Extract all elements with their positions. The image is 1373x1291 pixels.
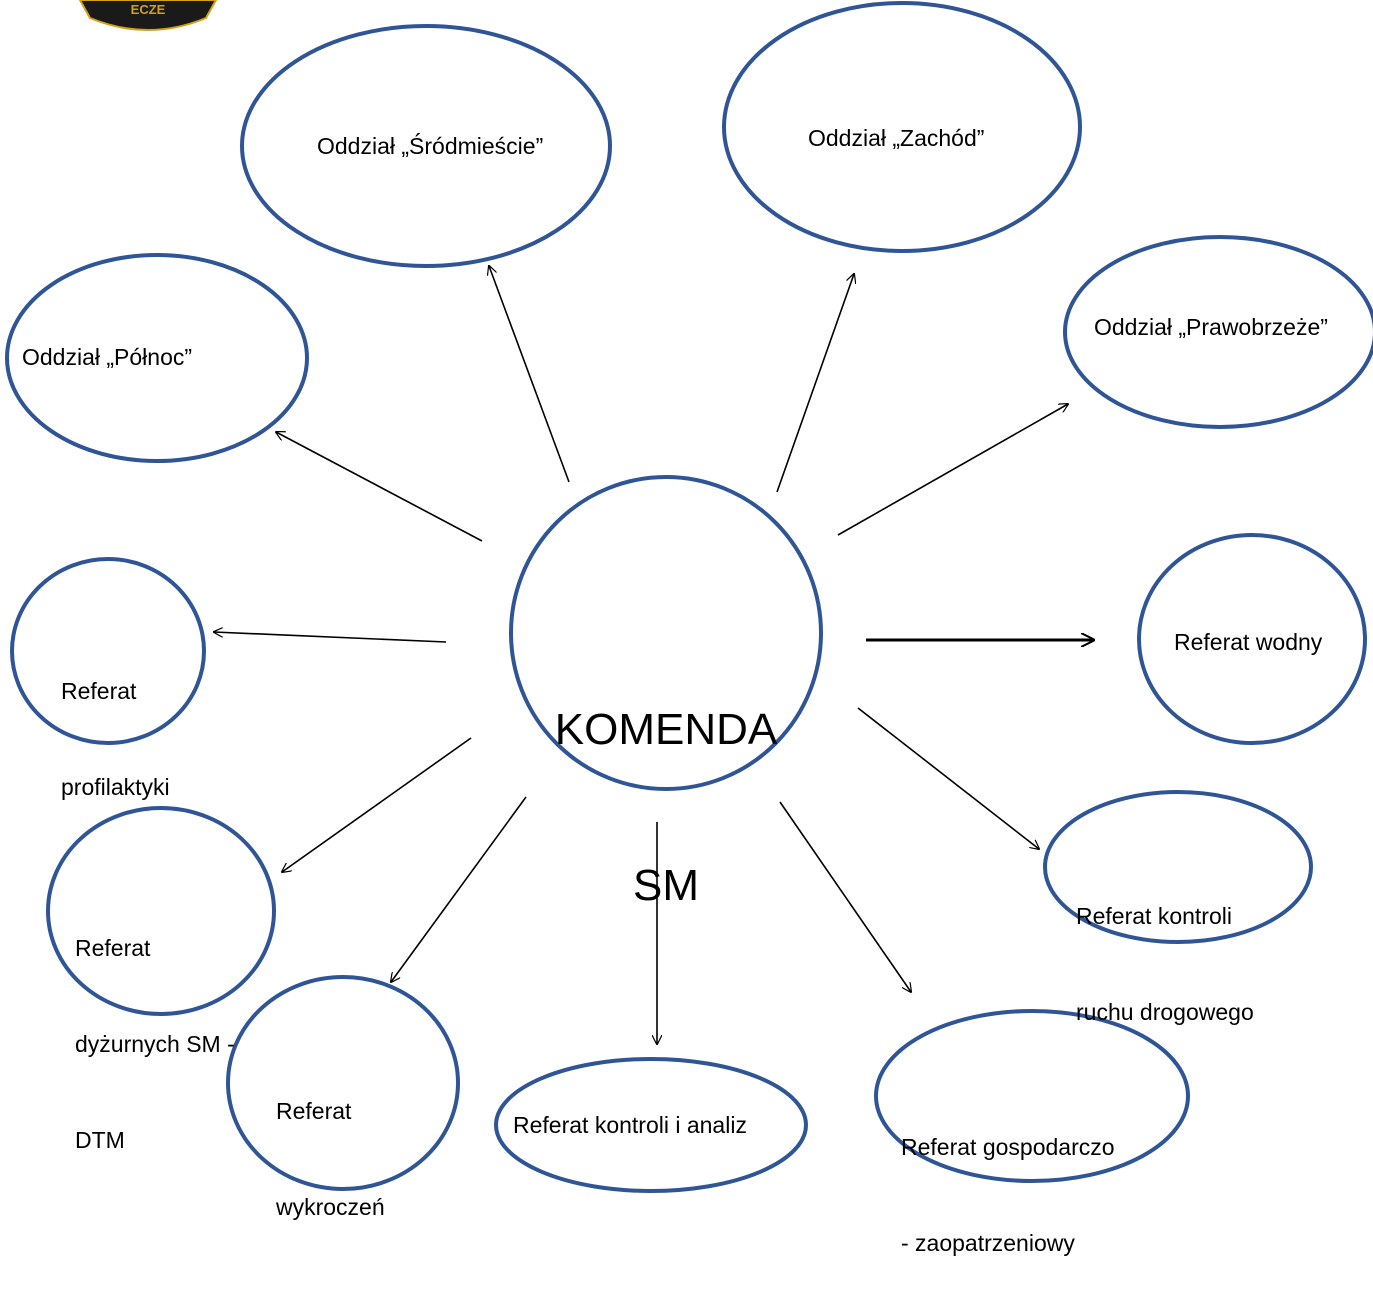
label-line: Referat gospodarczo bbox=[901, 1134, 1115, 1160]
label-line: Oddział „Śródmieście” bbox=[317, 133, 544, 159]
arrow-to-ruch-drogowy bbox=[857, 707, 1039, 849]
city-guard-logo: ECZE bbox=[78, 0, 218, 32]
label-line: Oddział „Północ” bbox=[22, 344, 193, 370]
arrow-to-gospodarczy bbox=[779, 801, 911, 992]
node-oddzial-srodmiescie bbox=[240, 24, 612, 268]
node-referat-gospodarczy bbox=[874, 1009, 1190, 1183]
label-line: Referat bbox=[75, 935, 151, 961]
label-referat-dyzurnych: Referat dyżurnych SM - DTM bbox=[75, 868, 235, 1188]
label-line: Referat kontroli i analiz bbox=[513, 1112, 747, 1138]
label-line: dyżurnych SM - bbox=[75, 1031, 235, 1057]
node-oddzial-prawobrzeze bbox=[1063, 235, 1373, 429]
arrow-to-zachod bbox=[776, 274, 854, 493]
arrow-to-wykroczenia bbox=[391, 796, 527, 982]
node-oddzial-polnoc bbox=[5, 253, 309, 463]
label-oddzial-polnoc: Oddział „Północ” bbox=[22, 341, 192, 373]
label-referat-profilaktyki: Referat profilaktyki bbox=[61, 611, 170, 835]
node-referat-kontroli-analiz bbox=[494, 1057, 808, 1193]
label-line: Referat bbox=[276, 1098, 352, 1124]
label-line: - zaopatrzeniowy bbox=[901, 1230, 1075, 1256]
arrow-to-dyzurni bbox=[282, 737, 472, 872]
node-referat-profilaktyki bbox=[10, 557, 206, 745]
komenda-label: KOMENDA SM bbox=[511, 600, 821, 964]
label-referat-gospodarczy: Referat gospodarczo - zaopatrzeniowy bbox=[901, 1067, 1115, 1291]
label-oddzial-prawobrzeze: Oddział „Prawobrzeże” bbox=[1094, 311, 1328, 343]
logo-badge-icon: ECZE bbox=[78, 0, 218, 31]
label-line: Referat wodny bbox=[1174, 629, 1323, 655]
node-referat-wykroczen bbox=[226, 975, 460, 1191]
label-line: DTM bbox=[75, 1127, 125, 1153]
label-referat-kontroli-ruchu: Referat kontroli ruchu drogowego bbox=[1076, 836, 1254, 1060]
org-chart bbox=[5, 1, 1373, 1193]
node-komenda-sm bbox=[509, 475, 823, 791]
label-line: wykroczeń bbox=[276, 1194, 385, 1220]
label-line: Oddział „Prawobrzeże” bbox=[1094, 314, 1328, 340]
label-line: ruchu drogowego bbox=[1076, 999, 1254, 1025]
node-referat-wodny bbox=[1137, 533, 1367, 745]
komenda-line-2: SM bbox=[633, 861, 699, 910]
node-oddzial-zachod bbox=[722, 1, 1082, 253]
node-referat-kontroli-ruchu bbox=[1043, 790, 1313, 944]
label-line: profilaktyki bbox=[61, 774, 170, 800]
arrow-to-polnoc bbox=[276, 432, 483, 542]
arrow-to-srodmiescie bbox=[489, 266, 570, 483]
label-line: Referat kontroli bbox=[1076, 903, 1232, 929]
label-referat-kontroli-analiz: Referat kontroli i analiz bbox=[513, 1109, 747, 1141]
logo-text: ECZE bbox=[131, 2, 166, 17]
label-line: Oddział „Zachód” bbox=[808, 125, 985, 151]
arrow-to-profilaktyka bbox=[214, 632, 447, 643]
label-oddzial-zachod: Oddział „Zachód” bbox=[808, 122, 984, 154]
node-referat-dyzurnych bbox=[46, 806, 276, 1016]
label-line: Referat bbox=[61, 678, 137, 704]
komenda-line-1: KOMENDA bbox=[554, 705, 778, 754]
label-referat-wodny: Referat wodny bbox=[1174, 626, 1322, 658]
label-oddzial-srodmiescie: Oddział „Śródmieście” bbox=[317, 130, 543, 162]
label-referat-wykroczen: Referat wykroczeń bbox=[276, 1031, 385, 1255]
arrow-to-prawobrzeze bbox=[837, 404, 1068, 536]
